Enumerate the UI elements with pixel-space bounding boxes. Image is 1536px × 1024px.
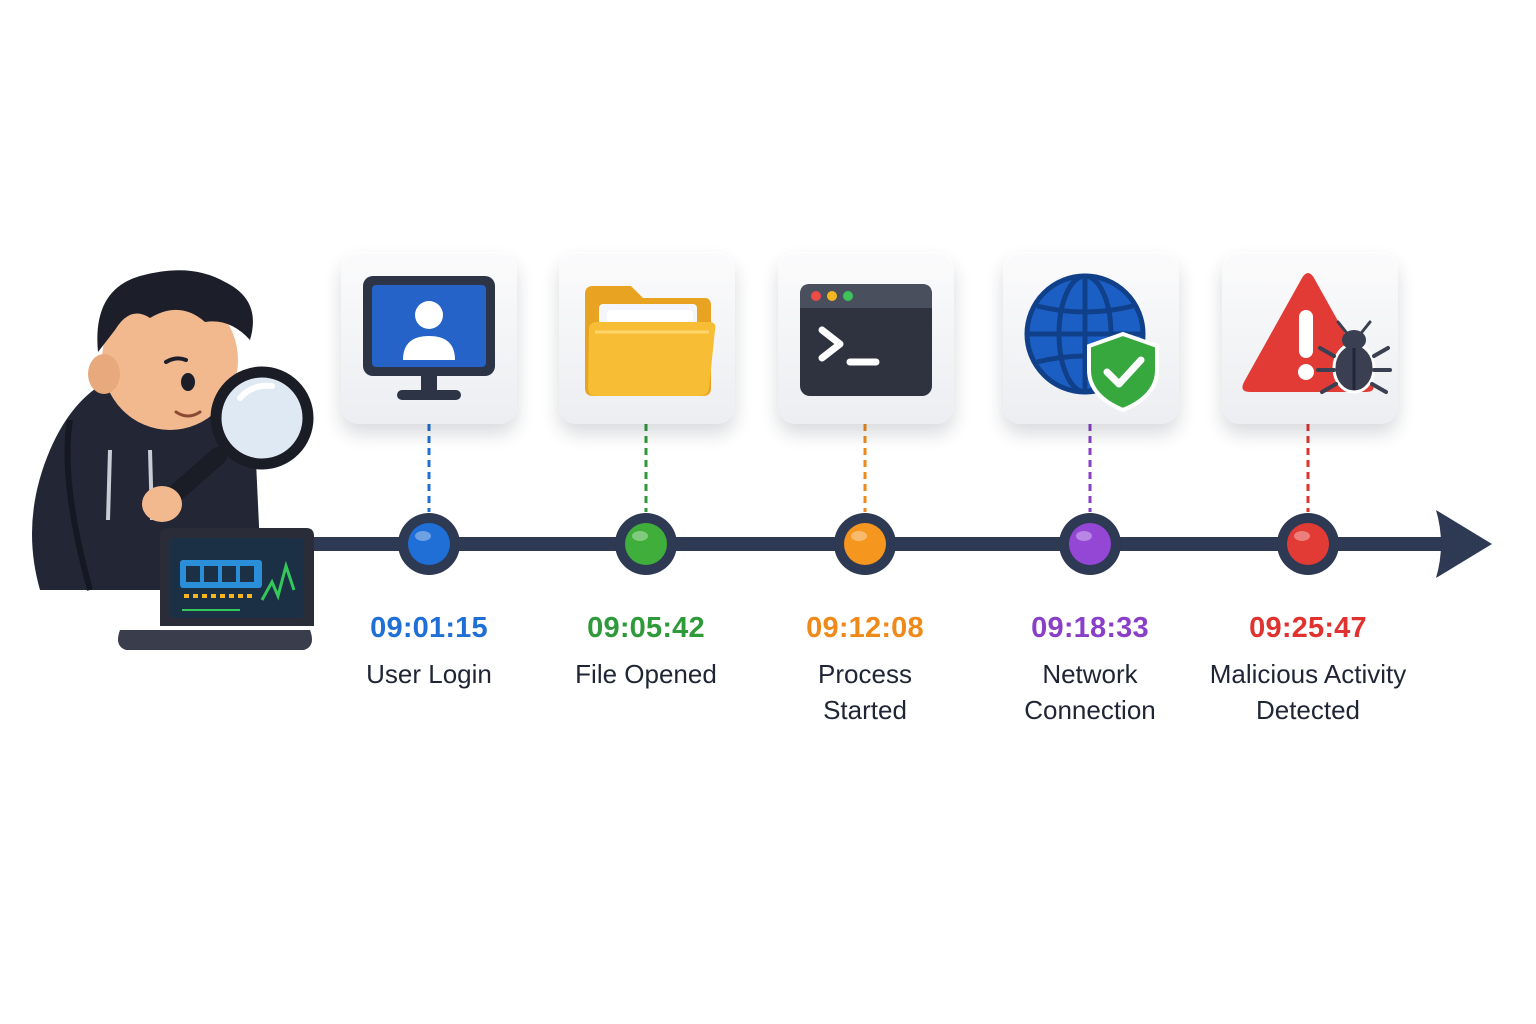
timeline-arrowhead	[1436, 510, 1492, 578]
user-monitor-icon	[363, 276, 495, 400]
event-time: 09:01:15	[370, 612, 488, 644]
event-node	[1059, 513, 1121, 575]
terminal-icon	[800, 284, 932, 396]
event-node	[1277, 513, 1339, 575]
investigator-magnifier-laptop-icon	[32, 270, 314, 650]
event-time: 09:25:47	[1249, 612, 1367, 644]
event-node	[398, 513, 460, 575]
folder-icon	[585, 286, 716, 396]
event-node	[834, 513, 896, 575]
event-label: File Opened	[575, 659, 717, 689]
warning-bug-icon	[1242, 273, 1392, 394]
event-card-user-login	[341, 252, 517, 424]
event-card-process-started	[778, 252, 954, 424]
event-card-network-connection	[1003, 252, 1179, 424]
event-time: 09:18:33	[1031, 612, 1149, 644]
event-card-malicious-activity	[1222, 252, 1398, 424]
globe-shield-icon	[1024, 273, 1159, 413]
event-time: 09:05:42	[587, 612, 705, 644]
event-card-file-opened	[559, 252, 735, 424]
event-label: User Login	[366, 659, 492, 689]
event-time: 09:12:08	[806, 612, 924, 644]
event-node	[615, 513, 677, 575]
